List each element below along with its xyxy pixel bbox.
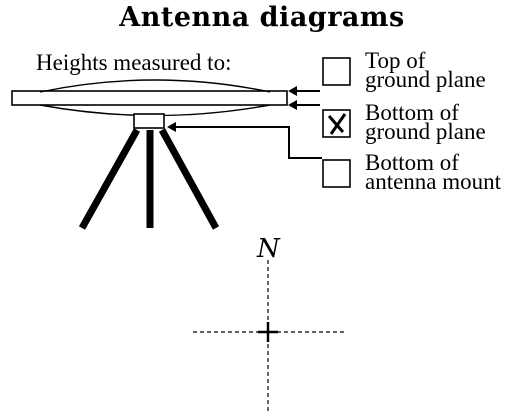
checkbox-top-of-ground-plane[interactable]: [322, 57, 351, 86]
arrow-top-of-ground-plane: [288, 86, 320, 96]
option-bottom-of-ground-plane[interactable]: Bottom of ground plane: [365, 100, 486, 144]
tripod-leg-left: [78, 128, 141, 230]
antenna-mount: [133, 113, 165, 129]
heights-label: Heights measured to:: [36, 50, 232, 75]
option-line1: Bottom of: [365, 150, 459, 175]
option-line2: ground plane: [365, 67, 486, 92]
option-line2: antenna mount: [365, 169, 502, 194]
arrow-bottom-of-ground-plane: [288, 100, 320, 110]
check-mark-icon: [327, 115, 345, 133]
option-line2: ground plane: [365, 119, 486, 144]
option-line1: Bottom of: [365, 100, 459, 125]
tripod-leg-right: [158, 128, 220, 230]
north-label: N: [257, 234, 280, 264]
ground-plane: [11, 90, 288, 106]
compass-crosshair: [193, 260, 346, 412]
antenna-dome: [39, 79, 271, 93]
checkbox-bottom-of-ground-plane[interactable]: [322, 109, 351, 138]
arrow-bottom-of-antenna-mount: [167, 122, 322, 159]
page-title: Antenna diagrams: [119, 2, 405, 33]
option-line1: Top of: [365, 48, 426, 73]
option-top-of-ground-plane[interactable]: Top of ground plane: [365, 48, 486, 92]
option-bottom-of-antenna-mount[interactable]: Bottom of antenna mount: [365, 150, 502, 194]
checkbox-bottom-of-antenna-mount[interactable]: [322, 159, 351, 188]
